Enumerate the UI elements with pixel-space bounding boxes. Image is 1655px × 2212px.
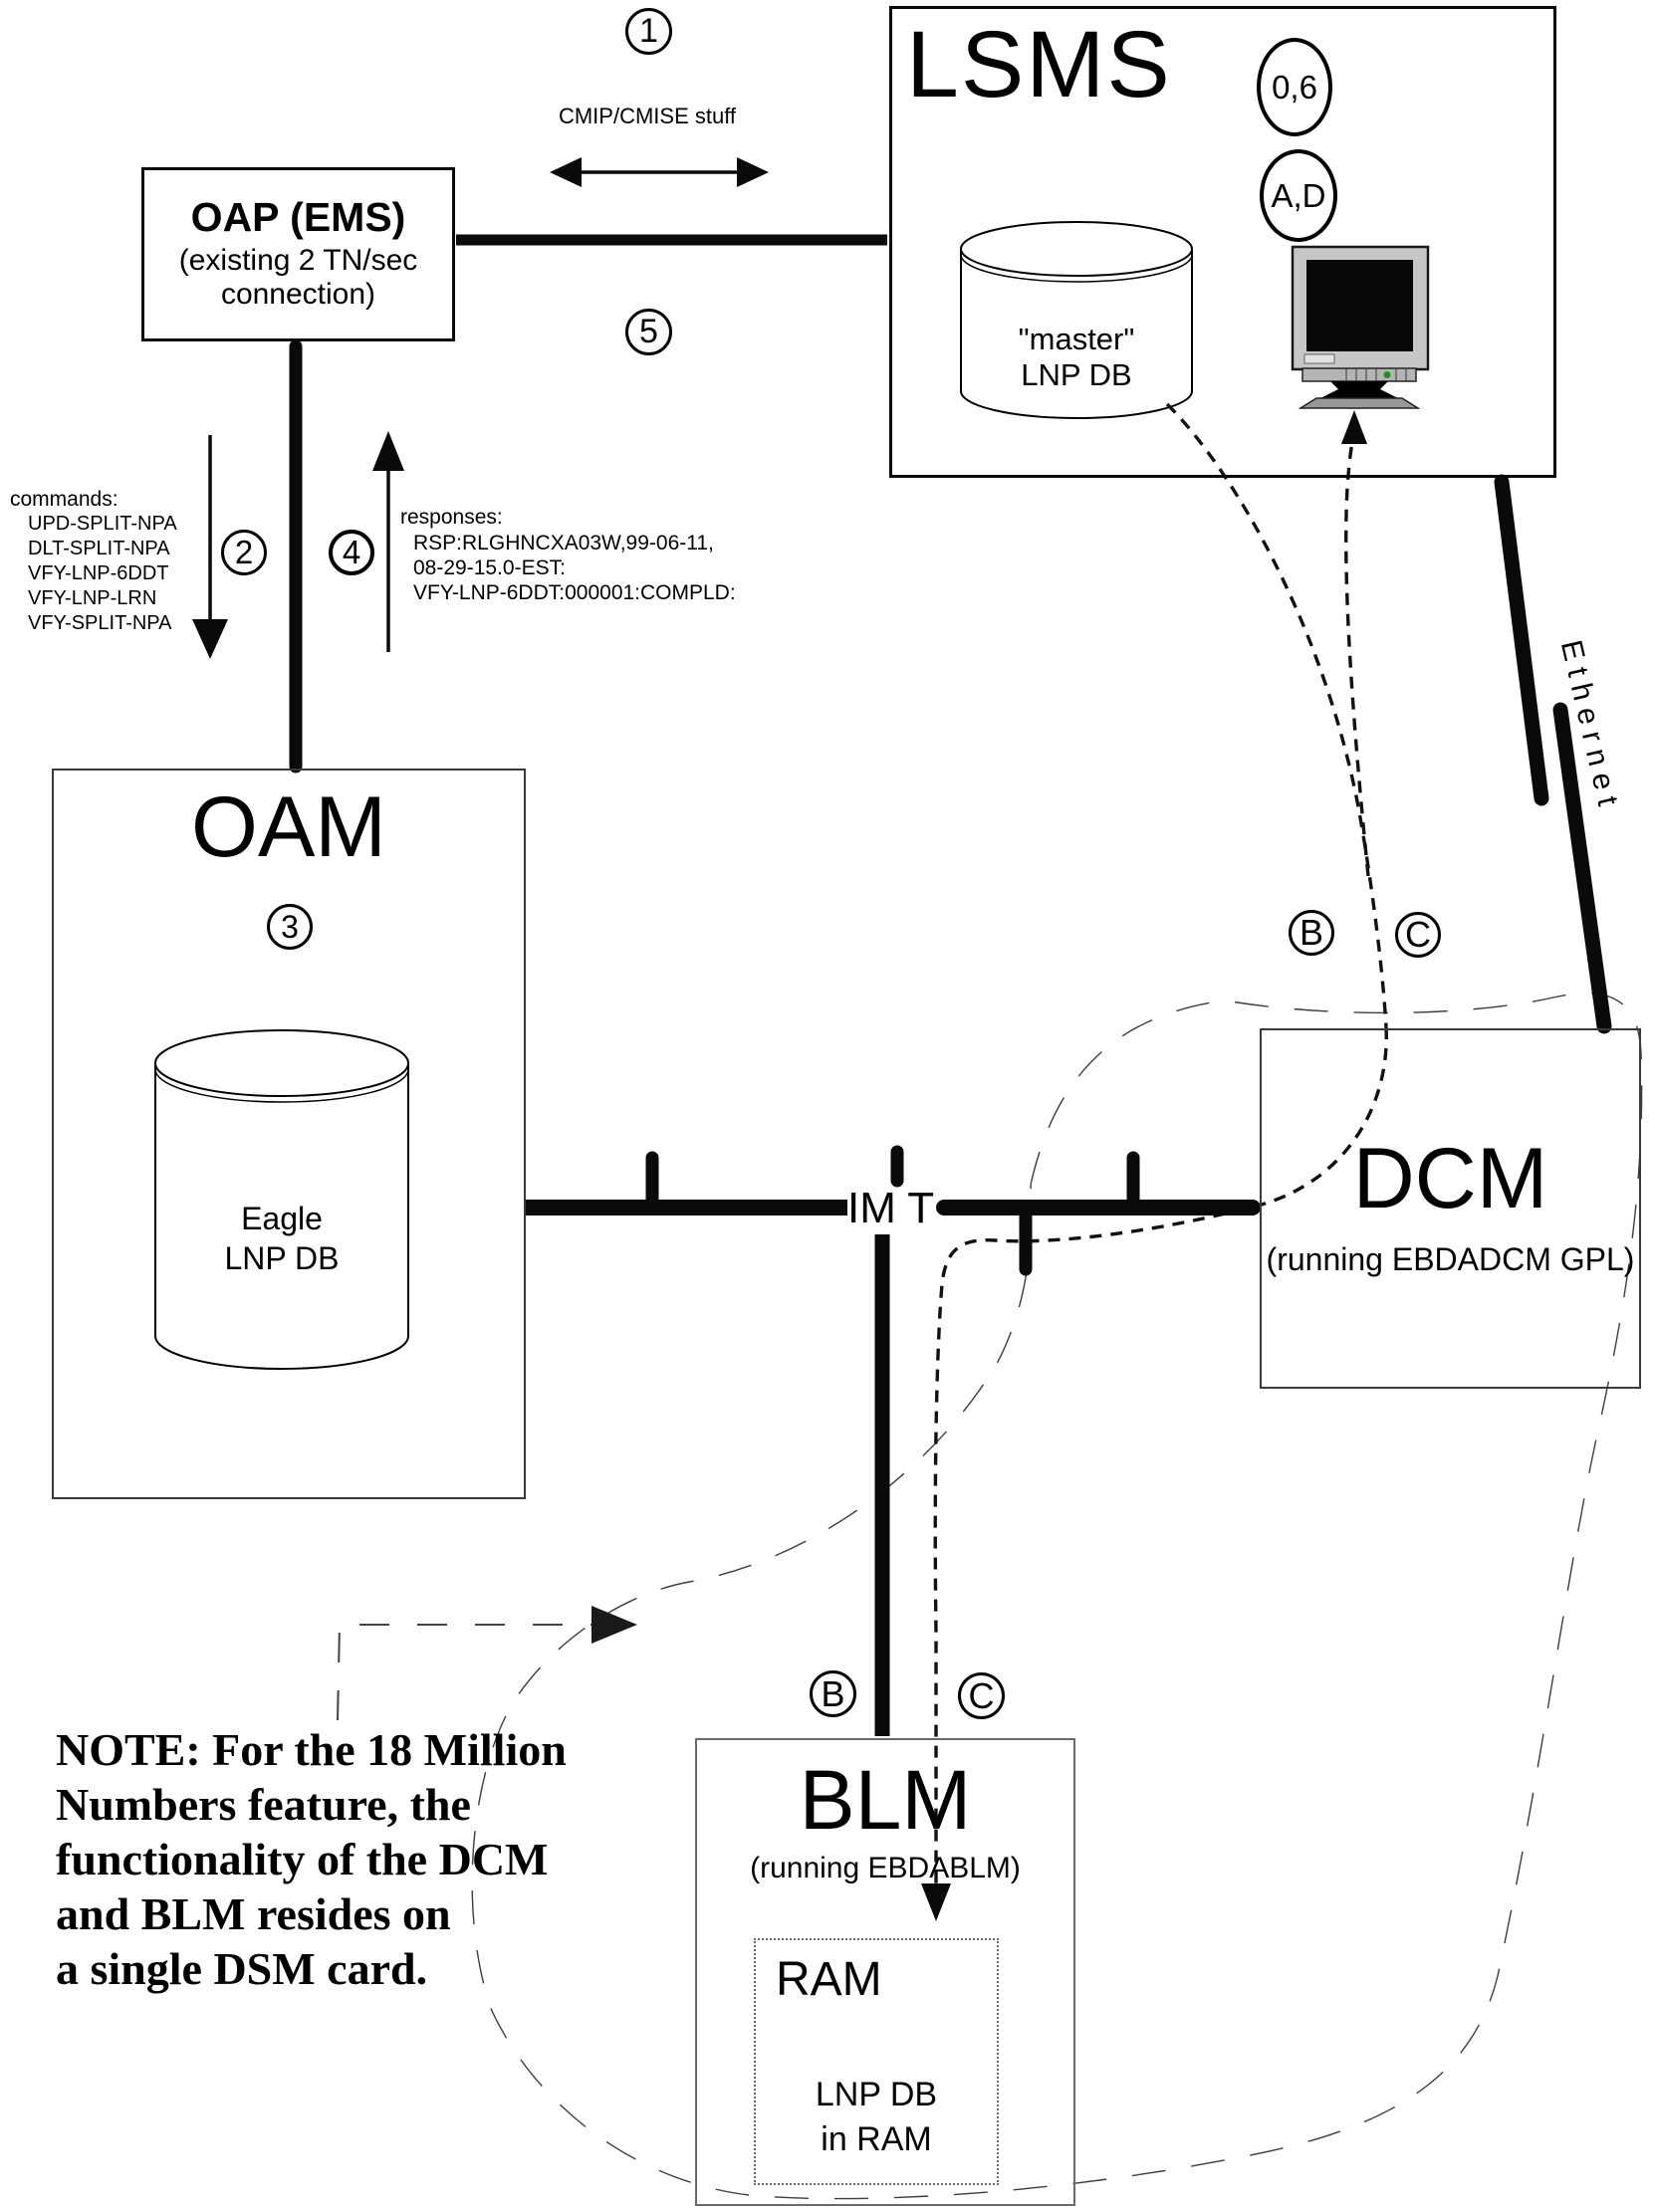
responses-arrow <box>372 431 404 652</box>
command-item: VFY-SPLIT-NPA <box>28 612 172 634</box>
imt-bus <box>526 1145 1261 1276</box>
master-db-label-line2: LNP DB <box>1021 357 1132 392</box>
replication-path-dcm-to-ram <box>921 1026 1388 1921</box>
command-item: VFY-LNP-LRN <box>28 587 157 609</box>
oam-title: OAM <box>191 779 386 875</box>
marker-step-1: 1 <box>625 8 672 55</box>
lsms-title: LSMS <box>906 12 1172 117</box>
marker-path-b-dcm: B <box>1289 910 1334 956</box>
master-db-label-line1: "master" <box>1018 322 1135 356</box>
command-item: UPD-SPLIT-NPA <box>28 513 177 535</box>
dcm-title: DCM <box>1352 1131 1548 1226</box>
cmip-arrow <box>550 157 769 187</box>
ram-content-line2: in RAM <box>821 2120 932 2158</box>
note-text: NOTE: For the 18 Million Numbers feature… <box>56 1724 567 1994</box>
replication-path-to-monitor <box>1341 410 1370 877</box>
eagle-db-label-line2: LNP DB <box>224 1240 340 1276</box>
blm-box: BLM (running EBDABLM) <box>695 1738 1075 2206</box>
response-item: 08-29-15.0-EST: <box>413 556 566 579</box>
marker-ports-top: 0,6 <box>1257 38 1332 136</box>
command-item: VFY-LNP-6DDT <box>28 562 169 584</box>
master-db-cylinder <box>960 221 1193 419</box>
dsm-card-loop <box>471 992 1643 2200</box>
ram-content-line1: LNP DB <box>815 2076 938 2113</box>
marker-path-c-blm: C <box>958 1672 1005 1719</box>
imt-bus-label: IM T <box>847 1184 935 1232</box>
command-item: DLT-SPLIT-NPA <box>28 538 170 559</box>
response-item: VFY-LNP-6DDT:000001:COMPLD: <box>413 581 736 604</box>
cmip-label: CMIP/CMISE stuff <box>558 104 737 128</box>
workstation-monitor-icon <box>1291 245 1430 409</box>
ram-box: RAM LNP DB in RAM <box>754 1938 999 2185</box>
oam-box: OAM <box>52 769 526 1499</box>
dcm-subtitle: (running EBDADCM GPL) <box>1266 1241 1635 1277</box>
eagle-db-cylinder <box>154 1029 409 1370</box>
note-pointer-arrow <box>337 1606 637 1721</box>
ethernet-link <box>1494 474 1612 1034</box>
marker-path-b-blm: B <box>810 1670 856 1717</box>
commands-arrow <box>192 435 228 659</box>
marker-step-5: 5 <box>625 309 672 355</box>
responses-title: responses: <box>400 506 503 529</box>
replication-path-master-to-dcm <box>1165 402 1388 1028</box>
marker-step-2: 2 <box>221 530 267 575</box>
response-item: RSP:RLGHNCXA03W,99-06-11, <box>413 532 714 554</box>
marker-path-c-dcm: C <box>1395 912 1441 958</box>
oap-box: OAP (EMS) (existing 2 TN/sec connection) <box>141 167 455 341</box>
lsms-box: LSMS <box>889 6 1556 478</box>
oap-title: OAP (EMS) <box>190 194 406 240</box>
dcm-box: DCM (running EBDADCM GPL) <box>1260 1028 1641 1389</box>
oap-subtitle-line2: connection) <box>220 278 376 311</box>
ram-title: RAM <box>776 1953 882 2006</box>
eagle-db-label-line1: Eagle <box>241 1201 323 1236</box>
marker-ports-bottom: A,D <box>1260 149 1337 242</box>
commands-title: commands: <box>10 488 118 511</box>
blm-subtitle: (running EBDABLM) <box>750 1852 1021 1884</box>
marker-step-4: 4 <box>329 530 374 575</box>
marker-step-3: 3 <box>267 904 313 950</box>
blm-title: BLM <box>799 1753 972 1847</box>
oap-subtitle-line1: (existing 2 TN/sec <box>178 244 418 277</box>
